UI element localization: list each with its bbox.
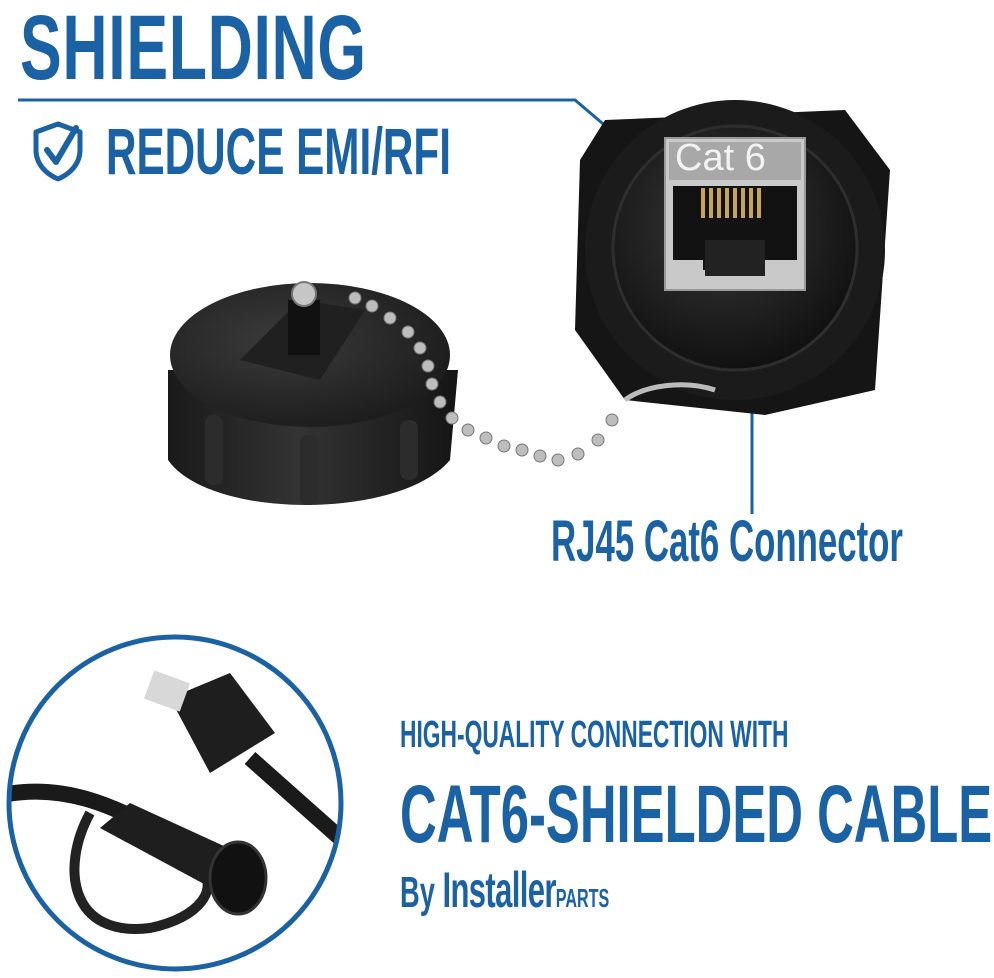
panel-connector-image [575,100,890,415]
jack-label: Cat 6 [675,137,766,179]
feature-line: HIGH-QUALITY CONNECTION WITH [400,714,789,756]
brand-byline: By InstallerPARTS [400,865,610,920]
subtitle: REDUCE EMI/RFI [106,114,451,188]
cable-inset-image [6,634,344,972]
page-title: SHIELDING [20,0,367,99]
by-label: By [400,868,435,917]
dust-cap-image [168,281,619,505]
brand-suffix: PARTS [555,883,610,913]
shield-check-icon [33,121,83,182]
brand-logo-text: Installer [442,862,556,918]
feature-headline: CAT6-SHIELDED CABLE [400,769,993,860]
connector-callout-label: RJ45 Cat6 Connector [551,509,903,574]
